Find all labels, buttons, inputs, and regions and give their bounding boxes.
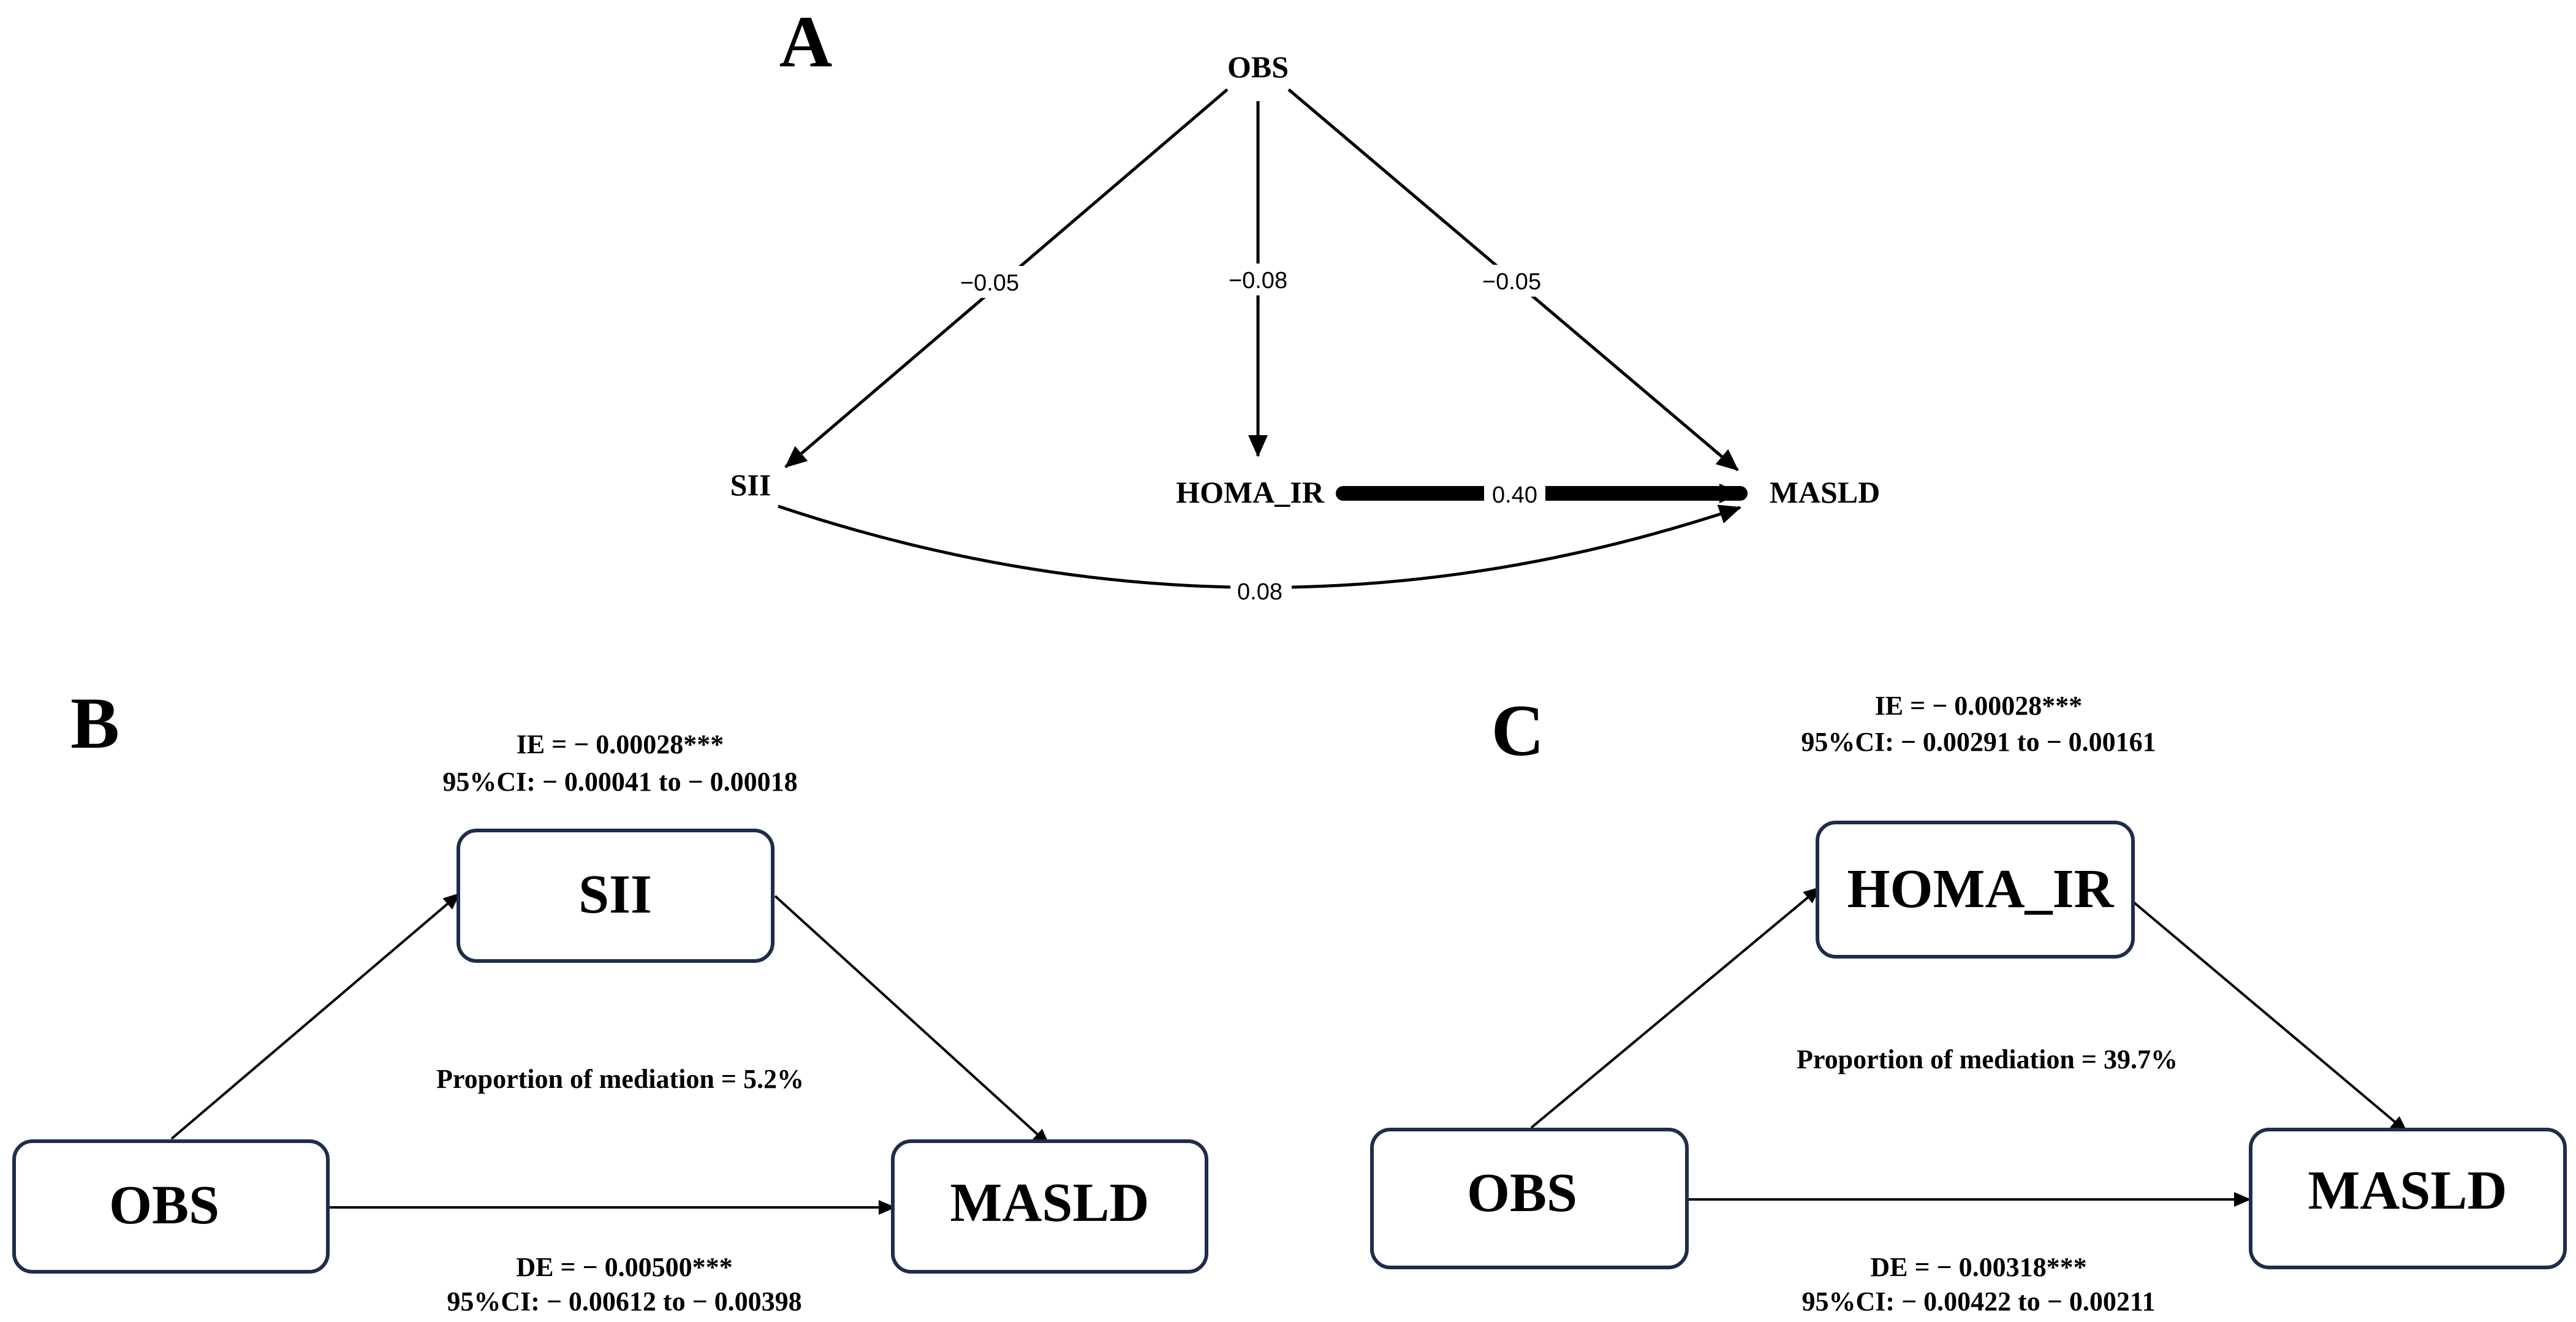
- box-obs-label: OBS: [1467, 1163, 1577, 1223]
- direct-effect: DE = − 0.00500***: [516, 1252, 732, 1282]
- box-masld-label: MASLD: [2308, 1160, 2507, 1221]
- edge-sii-masld: [778, 504, 1741, 589]
- box-obs-label: OBS: [109, 1175, 219, 1236]
- node-masld: MASLD: [1770, 475, 1881, 509]
- coef-obs-sii: −0.05: [960, 270, 1019, 296]
- box-sii: [456, 829, 775, 963]
- indirect-effect: IE = − 0.00028***: [517, 729, 724, 759]
- indirect-effect-ci: 95%CI: − 0.00291 to − 0.00161: [1801, 727, 2156, 757]
- coef-bg: [1230, 576, 1292, 606]
- arrow-sii-masld: [774, 895, 1050, 1146]
- coef-bg: [1484, 479, 1545, 509]
- panel-c-letter: C: [1491, 689, 1545, 771]
- indirect-effect: IE = − 0.00028***: [1875, 691, 2083, 721]
- box-masld-label: MASLD: [950, 1172, 1149, 1233]
- box-masld: [891, 1139, 1208, 1274]
- indirect-effect-ci: 95%CI: − 0.00041 to − 0.00018: [442, 767, 797, 797]
- arrow-obs-homa: [1530, 886, 1821, 1129]
- coef-bg: [949, 266, 1031, 298]
- coef-sii-masld: 0.08: [1237, 579, 1282, 605]
- direct-effect-ci: 95%CI: − 0.00422 to − 0.00211: [1802, 1286, 2156, 1316]
- proportion-mediated: Proportion of mediation = 5.2%: [436, 1064, 804, 1094]
- direct-effect: DE = − 0.00318***: [1870, 1252, 2086, 1282]
- box-masld: [2249, 1128, 2567, 1269]
- panel-a: A −0.05 −0.08 −0.05 0.40 0.08 OBS SII HO…: [730, 1, 1881, 606]
- box-homa-ir-label: HOMA_IR: [1847, 859, 2115, 919]
- box-sii-label: SII: [578, 864, 652, 925]
- panel-b-letter: B: [70, 682, 119, 764]
- panel-b: B IE = − 0.00028*** 95%CI: − 0.00041 to …: [12, 682, 1208, 1316]
- node-obs: OBS: [1227, 50, 1289, 84]
- box-homa-ir: [1816, 821, 2135, 959]
- arrow-homa-masld: [2132, 901, 2408, 1133]
- node-homa-ir: HOMA_IR: [1176, 475, 1325, 509]
- arrow-obs-sii: [170, 892, 461, 1140]
- panel-a-letter: A: [779, 1, 833, 82]
- coef-bg: [1471, 265, 1553, 297]
- coef-obs-homa: −0.08: [1229, 268, 1287, 294]
- coef-bg: [1218, 264, 1298, 295]
- coef-obs-masld: −0.05: [1482, 269, 1541, 295]
- box-obs: [12, 1139, 330, 1274]
- direct-effect-ci: 95%CI: − 0.00612 to − 0.00398: [447, 1286, 801, 1316]
- coef-homa-masld: 0.40: [1492, 482, 1537, 508]
- proportion-mediated: Proportion of mediation = 39.7%: [1797, 1044, 2178, 1074]
- box-obs: [1370, 1128, 1689, 1269]
- node-sii: SII: [730, 468, 771, 502]
- panel-c: C IE = − 0.00028*** 95%CI: − 0.00291 to …: [1370, 689, 2567, 1316]
